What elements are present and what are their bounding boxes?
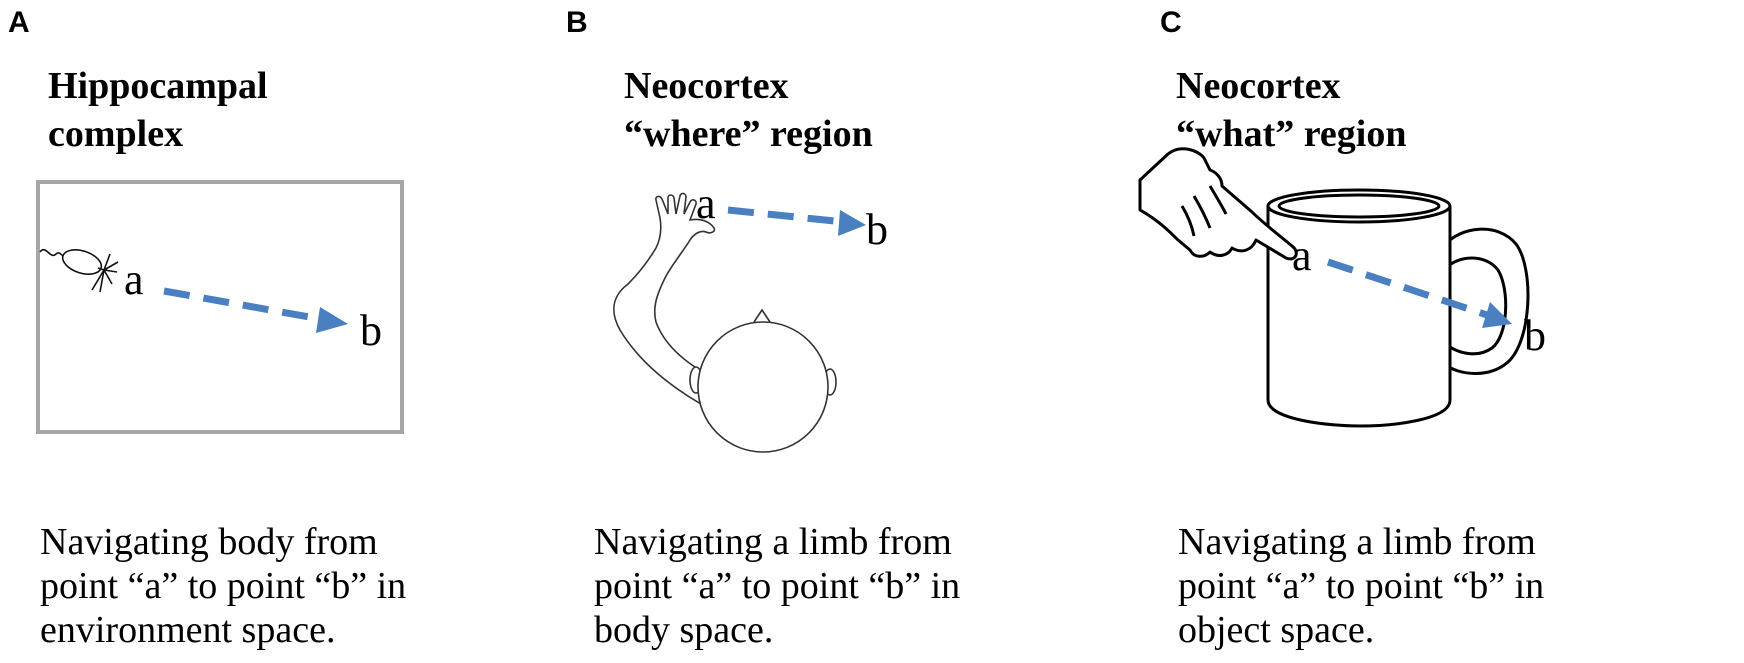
panel-title: Neocortex “what” region [1176, 62, 1406, 158]
panel-letter: B [566, 6, 588, 39]
panel-title: Neocortex “where” region [624, 62, 873, 158]
caption-line: Navigating a limb from [1178, 521, 1536, 563]
panel-a: A Hippocampal complex a b Navigating bod… [0, 0, 560, 663]
path-arrow-head [1482, 302, 1512, 328]
body-diagram: a b [613, 179, 888, 453]
path-arrow-shaft [1326, 258, 1492, 320]
arm-and-head-icon [613, 192, 837, 453]
object-diagram: a b [1138, 147, 1546, 428]
title-line: Neocortex [1176, 65, 1341, 107]
point-b-label: b [866, 205, 888, 254]
panel-caption: Navigating a limb from point “a” to poin… [1178, 520, 1544, 652]
point-a-label: a [1292, 231, 1312, 280]
point-b-label: b [1524, 311, 1546, 360]
panel-c: C Neocortex “what” region a b Navigating… [1138, 0, 1744, 663]
environment-frame [36, 180, 404, 434]
mug-icon [1266, 188, 1530, 428]
panel-b: B Neocortex “where” region a b Navigatin… [560, 0, 1160, 663]
panel-caption: Navigating body from point “a” to point … [40, 520, 406, 652]
title-line: Hippocampal [48, 65, 268, 107]
point-a-label: a [696, 179, 716, 228]
point-a-label: a [124, 255, 144, 304]
path-arrow-shaft [727, 206, 845, 226]
caption-line: Navigating body from [40, 521, 378, 563]
caption-line: Navigating a limb from [594, 521, 952, 563]
title-line: “where” region [624, 113, 873, 155]
path-arrow-head [316, 307, 348, 333]
title-line: Neocortex [624, 65, 789, 107]
caption-line: point “a” to point “b” in [594, 565, 961, 607]
title-line: “what” region [1176, 113, 1407, 155]
point-b-label: b [360, 306, 382, 355]
caption-line: point “a” to point “b” in [1178, 565, 1545, 607]
panel-letter: A [8, 6, 30, 39]
path-arrow-head [838, 210, 866, 236]
title-line: complex [48, 113, 184, 155]
panel-title: Hippocampal complex [48, 62, 268, 158]
panel-caption: Navigating a limb from point “a” to poin… [594, 520, 960, 652]
environment-diagram: a b [36, 180, 404, 434]
caption-line: environment space. [40, 609, 336, 651]
caption-line: point “a” to point “b” in [40, 565, 407, 607]
rat-icon [39, 248, 119, 293]
panel-letter: C [1160, 6, 1182, 39]
caption-line: object space. [1178, 609, 1375, 651]
path-arrow-shaft [163, 287, 327, 324]
caption-line: body space. [594, 609, 774, 651]
pointing-hand-icon [1138, 147, 1298, 261]
